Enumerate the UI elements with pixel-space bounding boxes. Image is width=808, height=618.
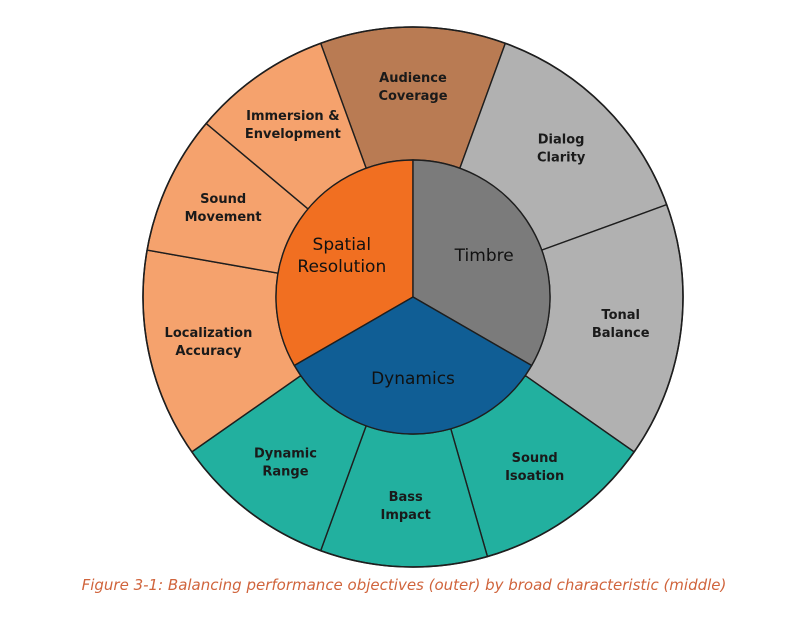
outer-segment-dynamic-range-label-line: Range: [262, 465, 308, 480]
outer-segment-dialog-clarity-label-line: Clarity: [537, 150, 586, 165]
inner-segment-dynamics: [293, 296, 533, 435]
outer-segment-localization-accuracy-label-line: Accuracy: [175, 344, 242, 359]
figure-caption: Figure 3-1: Balancing performance object…: [81, 576, 727, 594]
outer-segment-localization-accuracy-label-line: Localization: [165, 326, 253, 341]
inner-segment-timbre-label-line: Timbre: [454, 246, 514, 266]
outer-segment-dialog-clarity-label-line: Dialog: [538, 132, 585, 147]
inner-segment-timbre: [412, 159, 551, 367]
inner-segment-spatial-resolution-label-line: Spatial: [313, 235, 372, 255]
outer-segment-bass-impact-label-line: Impact: [380, 508, 430, 523]
outer-segment-immersion-and-envelopment-label-line: Immersion &: [246, 109, 339, 124]
outer-segment-sound-isoation-label-line: Sound: [512, 451, 558, 466]
outer-segment-tonal-balance-label-line: Balance: [592, 326, 650, 341]
outer-segment-sound-movement-label-line: Sound: [200, 192, 246, 207]
outer-segment-immersion-and-envelopment-label-line: Envelopment: [245, 127, 341, 142]
outer-segment-sound-movement-label-line: Movement: [185, 210, 262, 225]
outer-segment-dynamic-range-label-line: Dynamic: [254, 447, 317, 462]
outer-segment-audience-coverage-label-line: Audience: [379, 71, 447, 86]
inner-segment-spatial-resolution: [275, 159, 414, 367]
outer-segment-audience-coverage-label-line: Coverage: [378, 89, 447, 104]
outer-ring: AudienceCoverageDialogClarityTonalBalanc…: [142, 26, 684, 568]
outer-segment-bass-impact-label-line: Bass: [389, 490, 423, 505]
outer-segment-tonal-balance-label-line: Tonal: [601, 308, 640, 323]
performance-objectives-diagram: AudienceCoverageDialogClarityTonalBalanc…: [142, 26, 684, 568]
outer-ring-border: [142, 26, 684, 568]
inner-segment-dynamics-label-line: Dynamics: [371, 369, 455, 389]
outer-segment-sound-isoation-label-line: Isoation: [505, 469, 564, 484]
inner-segment-spatial-resolution-label-line: Resolution: [297, 257, 386, 277]
